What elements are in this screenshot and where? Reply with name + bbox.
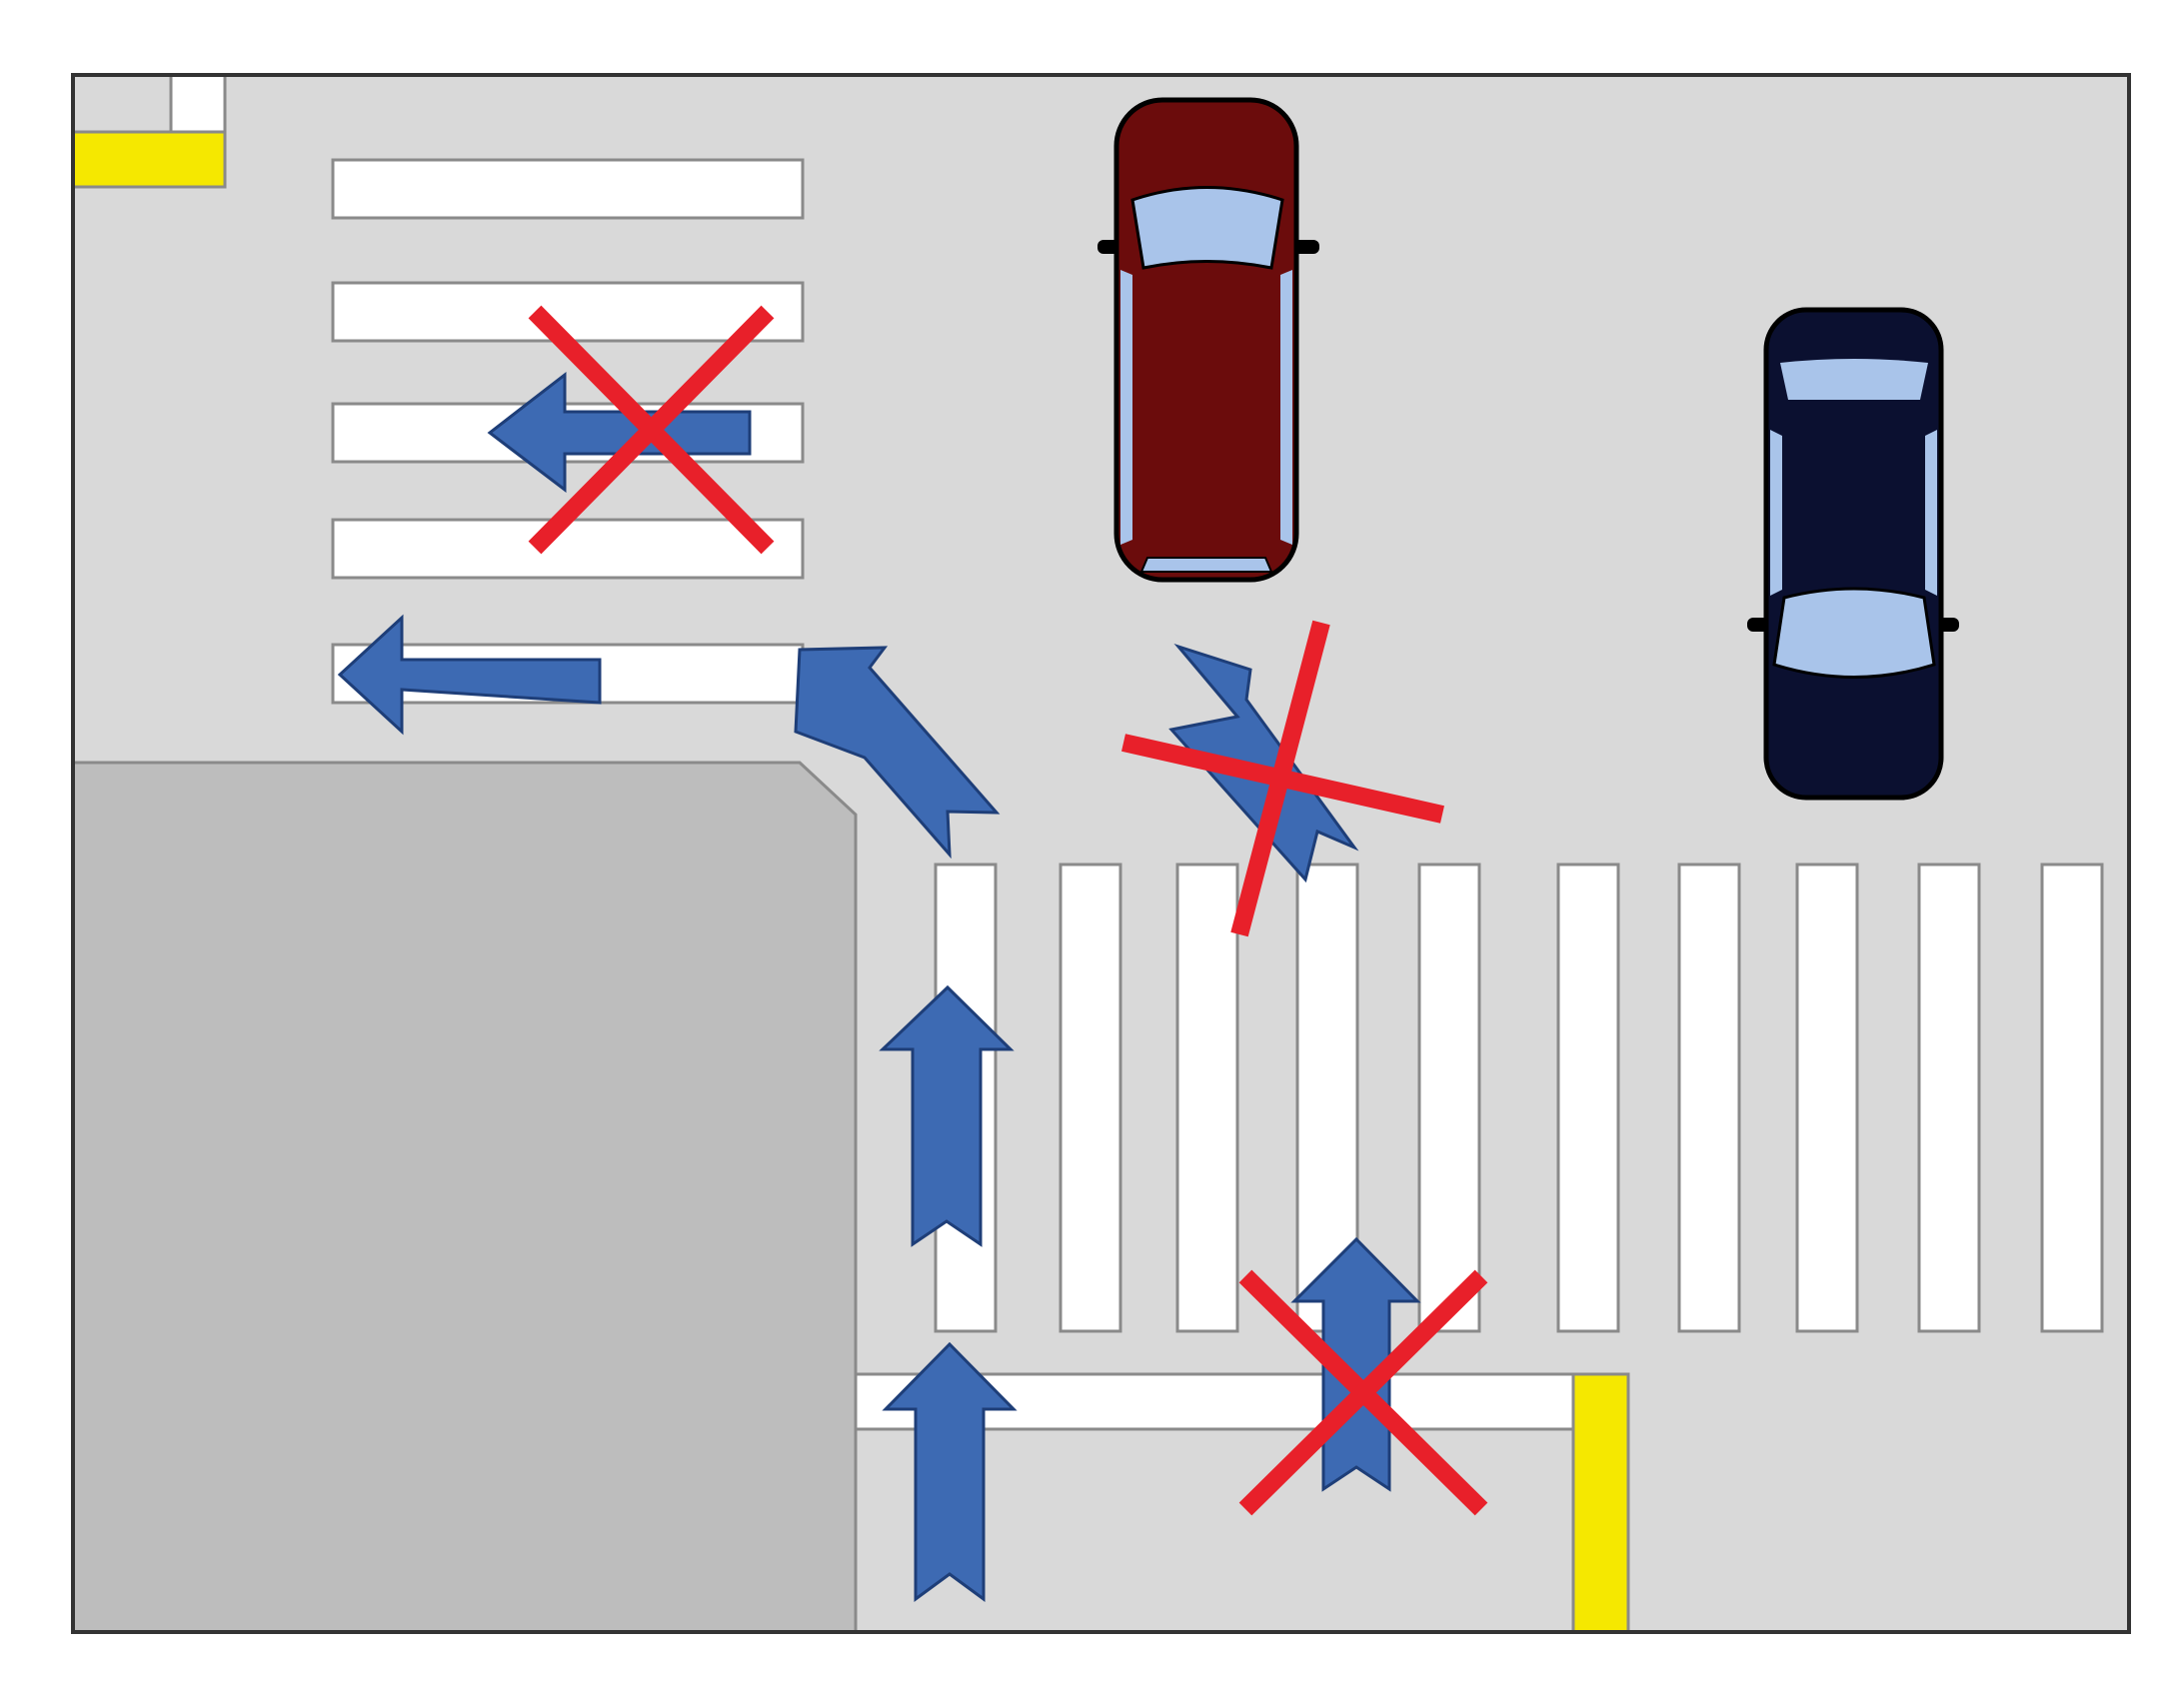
crosswalk-stripe	[1795, 862, 1859, 1333]
car-navy	[1747, 307, 1959, 801]
crosswalk-stripe	[2040, 862, 2104, 1333]
crosswalk-stripe	[1556, 862, 1620, 1333]
arrow-diagonal-middle	[1168, 643, 1359, 883]
crosswalk-stripe	[1417, 862, 1481, 1333]
car-side-window	[1120, 270, 1132, 545]
corner-sidewalk-top-left	[169, 73, 227, 134]
prohibited-x-icon	[1238, 1269, 1488, 1516]
car-body	[1113, 97, 1299, 583]
car-maroon	[1097, 97, 1319, 583]
car-side-window	[1925, 430, 1937, 596]
crosswalk-stripe	[1295, 862, 1359, 1333]
crosswalk-stripe	[1175, 862, 1239, 1333]
crosswalk-stripe	[1677, 862, 1741, 1333]
crosswalk-stripe	[331, 158, 805, 220]
prohibited-x-icon	[1121, 620, 1444, 937]
car-side-window	[1770, 430, 1782, 596]
curb-marker-bottom	[1571, 1372, 1630, 1634]
car-windshield	[1130, 186, 1284, 270]
car-rear-window	[1780, 359, 1928, 400]
car-side-window	[1280, 270, 1292, 545]
car-body	[1763, 307, 1944, 801]
curb-marker-top-left	[71, 130, 227, 189]
crosswalk-stripe	[1917, 862, 1981, 1333]
arrow-straight-upper	[879, 984, 1015, 1247]
arrow-left-top-crosswalk	[487, 371, 752, 494]
crosswalk-stripe	[331, 518, 805, 580]
arrow-straight-lower	[882, 1341, 1018, 1602]
allowed-route-arrows	[337, 614, 1018, 1602]
diagram-frame	[71, 73, 2131, 1634]
sidewalk-block	[71, 761, 858, 1634]
prohibition-marks	[528, 305, 1488, 1516]
arrow-left-along-crosswalk	[337, 614, 602, 736]
arrow-diagonal-left	[794, 646, 1001, 859]
crosswalk-stripe	[331, 281, 805, 343]
prohibited-x-icon	[528, 305, 775, 555]
crosswalk-stripe	[1059, 862, 1122, 1333]
car-rear-window	[1139, 557, 1273, 573]
car-windshield	[1772, 587, 1936, 679]
